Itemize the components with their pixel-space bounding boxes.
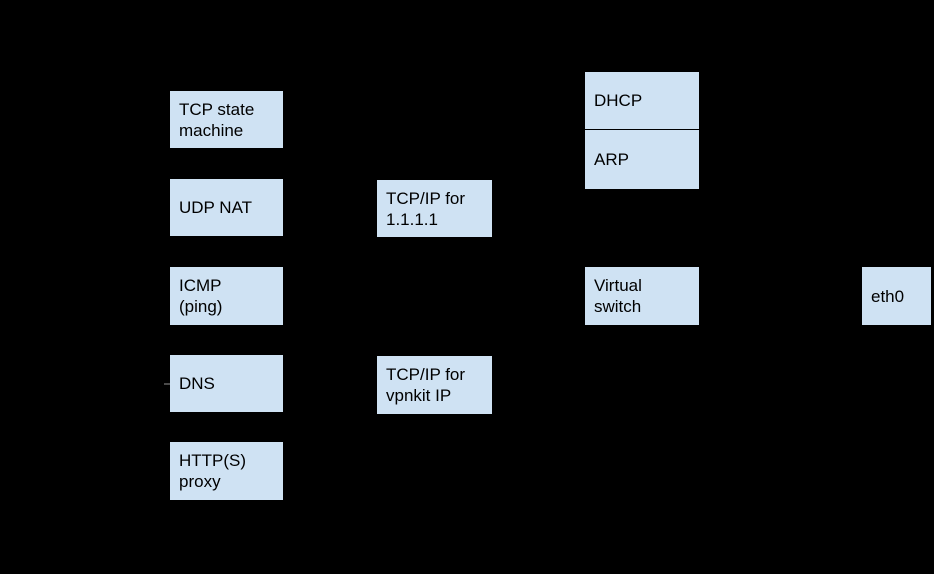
node-label-line: HTTP(S) (179, 451, 247, 470)
node-label-line: TCP state (179, 99, 255, 119)
node-icmp-ping: ICMP (ping) (170, 267, 283, 325)
node-label-line: Virtual (594, 276, 642, 295)
node-label-line: (ping) (179, 297, 223, 316)
node-label-line: machine (179, 120, 244, 140)
node-label-line: eth0 (871, 286, 905, 306)
node-dns: DNS (170, 355, 283, 412)
node-label-line: DHCP (594, 91, 643, 110)
node-dhcp: DHCP (585, 72, 699, 130)
node-tcpip-for-1111: TCP/IP for 1.1.1.1 (377, 180, 492, 237)
node-label-line: switch (594, 297, 642, 316)
node-label-line: ARP (594, 150, 629, 169)
node-label-line: 1.1.1.1 (386, 209, 438, 229)
node-label-line: TCP/IP for (386, 188, 466, 208)
connector-arrow-remnant (164, 383, 170, 385)
node-label-line: UDP NAT (179, 198, 253, 217)
node-label-line: proxy (179, 472, 221, 491)
node-dhcp-arp-stack: DHCP ARP (585, 72, 699, 189)
node-eth0: eth0 (862, 267, 931, 325)
node-label-line: ICMP (179, 276, 222, 295)
node-label-line: vpnkit IP (386, 386, 452, 405)
node-tcpip-for-vpnkit-ip: TCP/IP for vpnkit IP (377, 356, 492, 414)
node-arp: ARP (585, 130, 699, 189)
node-virtual-switch: Virtual switch (585, 267, 699, 325)
node-tcp-state-machine: TCP state machine (170, 91, 283, 148)
node-label-line: TCP/IP for (386, 365, 466, 384)
node-https-proxy: HTTP(S) proxy (170, 442, 283, 500)
node-label-line: DNS (179, 374, 215, 393)
node-udp-nat: UDP NAT (170, 179, 283, 236)
